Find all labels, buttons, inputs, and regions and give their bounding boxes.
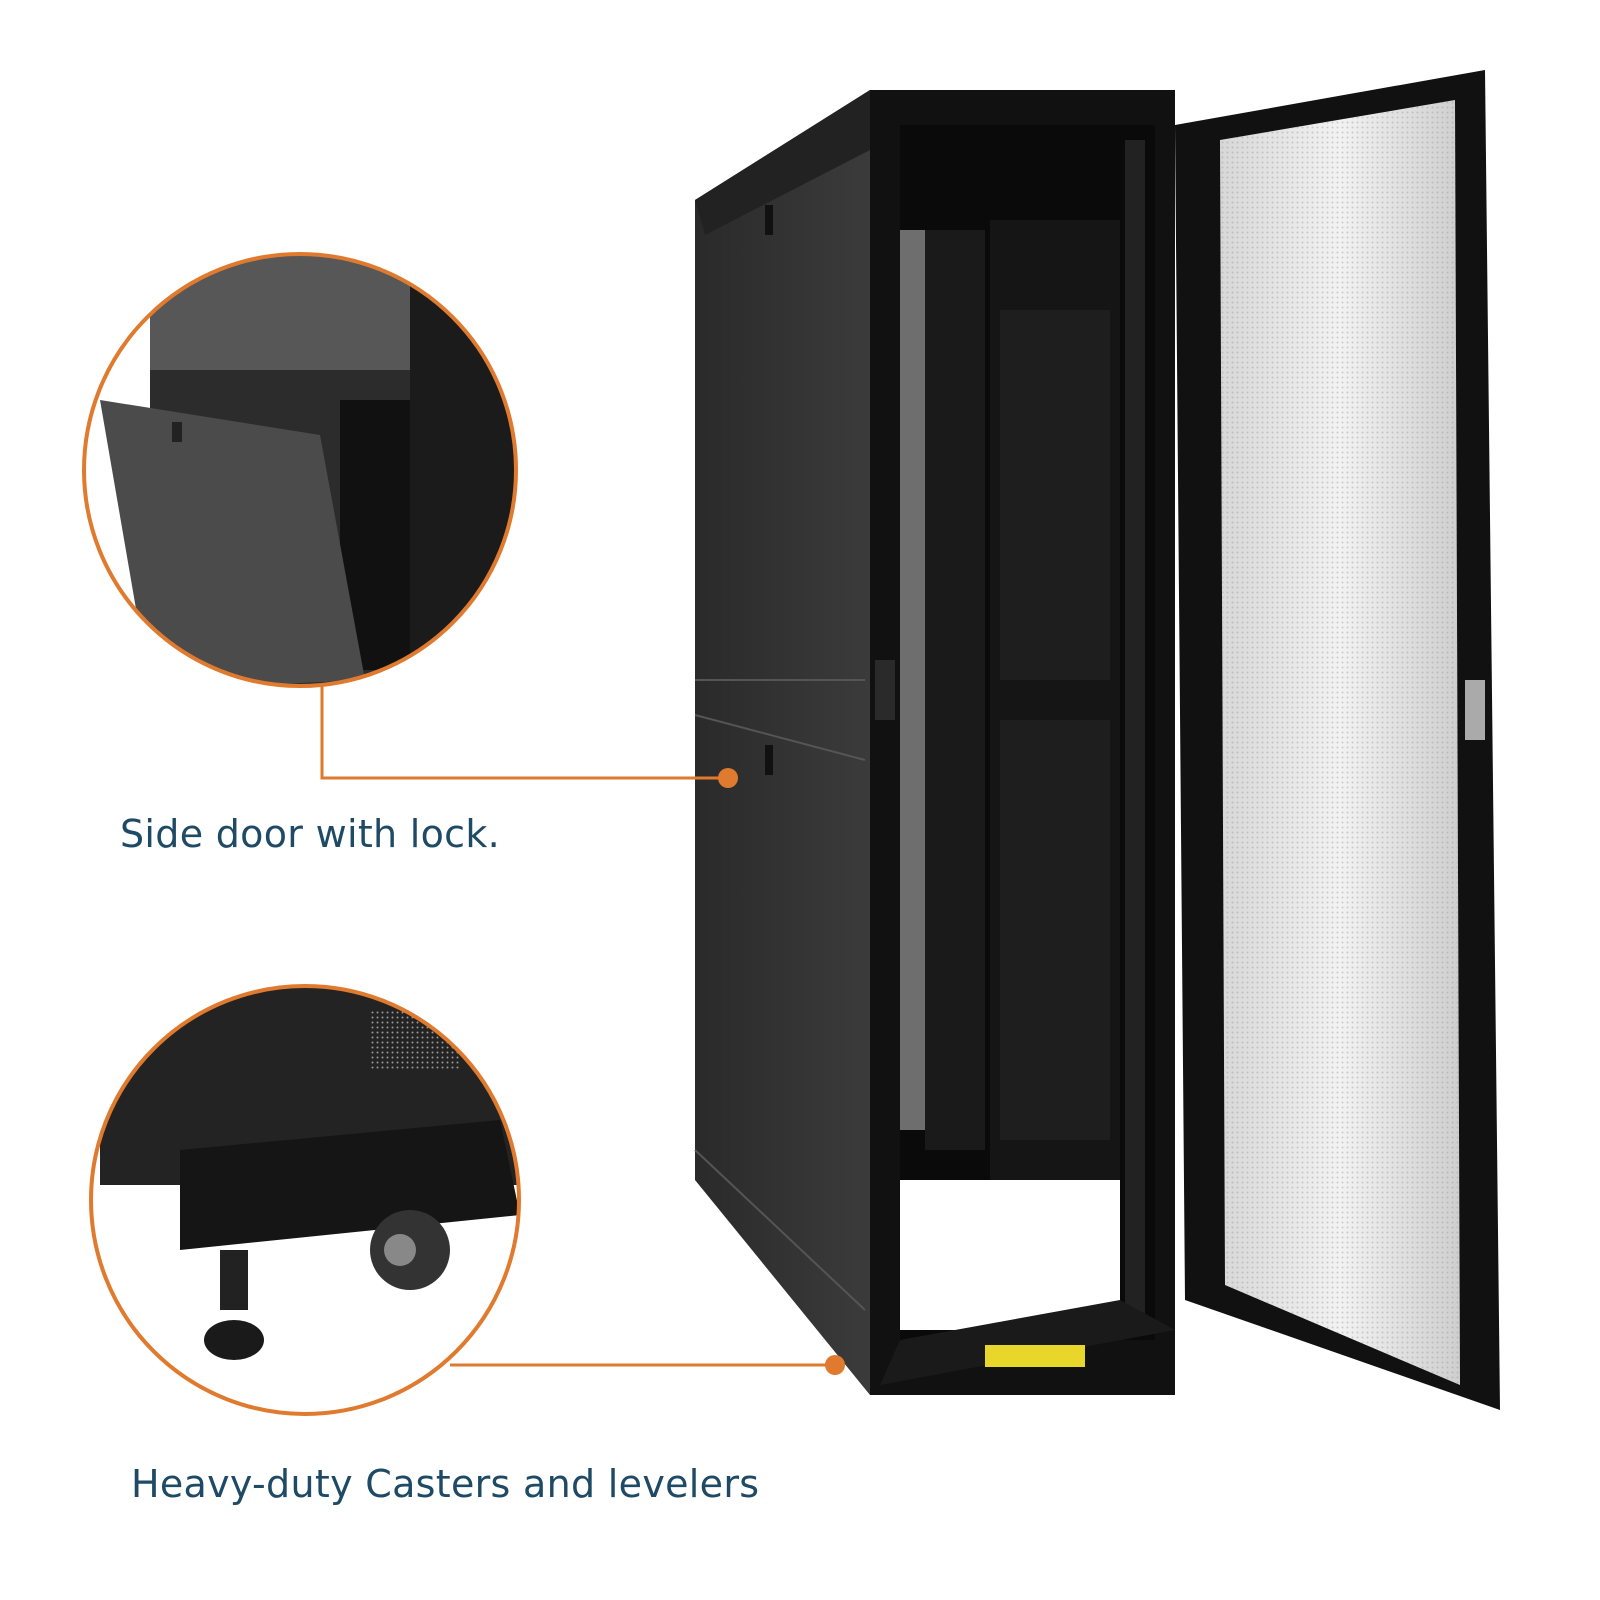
door-handle-icon [1465, 680, 1485, 740]
callout-dot [718, 768, 738, 788]
callout-leaders [320, 685, 835, 1367]
cabinet-side-panel [694, 90, 870, 1395]
cabinet-front-frame [870, 90, 1175, 1395]
side-door-detail [82, 252, 518, 688]
side-lock-icon [765, 745, 773, 775]
side-lock-icon [765, 205, 773, 235]
casters-detail [89, 984, 521, 1416]
warning-label [985, 1345, 1085, 1367]
callout-casters-label: Heavy-duty Casters and levelers [131, 1462, 760, 1506]
callout-side-door-label: Side door with lock. [120, 812, 501, 856]
front-mesh-door [1175, 70, 1500, 1410]
callout-dot [825, 1355, 845, 1375]
